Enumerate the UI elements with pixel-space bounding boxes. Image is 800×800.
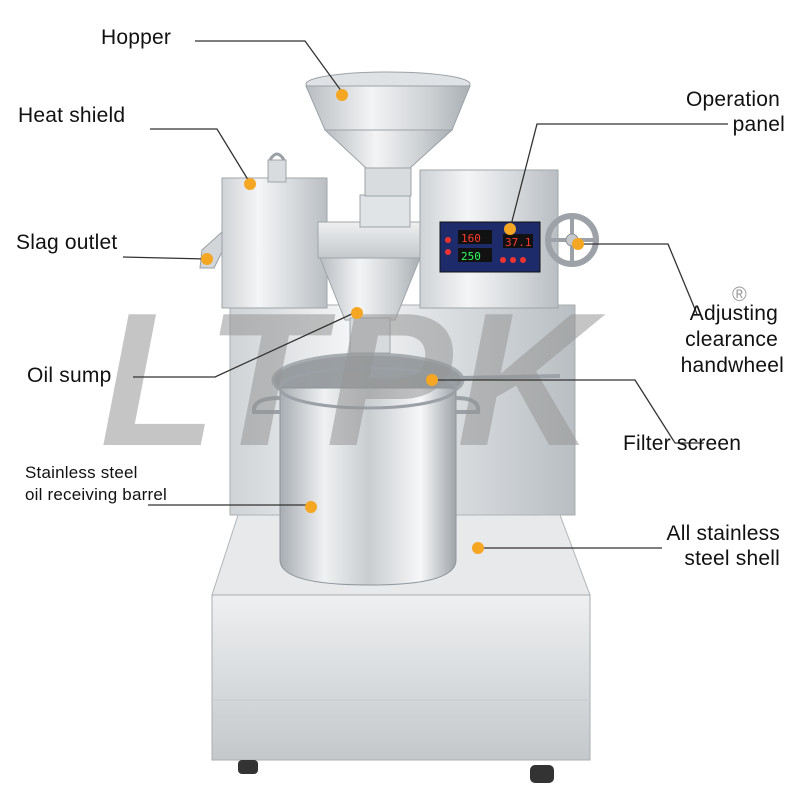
- operation-panel-label-line1: Operation: [685, 88, 780, 111]
- filter-screen-label: Filter screen: [623, 432, 742, 455]
- heat-shield-box: [221, 177, 328, 309]
- caster-left: [238, 760, 258, 774]
- oil-sump-marker: [351, 307, 363, 319]
- hopper-marker: [336, 89, 348, 101]
- barrel-marker: [305, 501, 317, 513]
- handwheel-leader: [578, 243, 698, 315]
- hopper-label: Hopper: [101, 26, 172, 49]
- heat-shield-marker: [244, 178, 256, 190]
- heat-shield-leader: [150, 128, 251, 184]
- caster-right: [530, 765, 554, 783]
- handwheel-label-line1: Adjusting: [689, 302, 778, 325]
- handwheel-marker: [572, 238, 584, 250]
- slag-outlet-label: Slag outlet: [16, 231, 118, 254]
- filter-screen-marker: [426, 374, 438, 386]
- operation-panel-leader: [509, 123, 728, 230]
- oil-sump-label: Oil sump: [27, 364, 112, 387]
- operation-panel-marker: [504, 223, 516, 235]
- handwheel-label-line2: clearance: [685, 328, 778, 351]
- heat-shield-label: Heat shield: [18, 104, 126, 127]
- lower-cabinet: [211, 594, 591, 761]
- registered-mark: ®: [732, 284, 747, 306]
- shell-marker: [472, 542, 484, 554]
- oil-sump-funnel: [319, 257, 421, 321]
- handwheel-label-line3: handwheel: [680, 354, 784, 377]
- callout-markers: [201, 89, 584, 554]
- slag-outlet-marker: [201, 253, 213, 265]
- panel-top-value: 160: [461, 232, 481, 245]
- hopper-leader: [195, 40, 343, 93]
- operation-panel-label-line2: panel: [732, 113, 785, 136]
- slag-outlet-leader: [122, 256, 208, 260]
- oil-receiving-barrel: [279, 387, 457, 586]
- barrel-label-line1: Stainless steel: [25, 463, 138, 482]
- barrel-label-line2: oil receiving barrel: [25, 485, 167, 504]
- panel-right-value: 37.1: [505, 236, 532, 249]
- shell-label-line2: steel shell: [684, 547, 780, 570]
- panel-bottom-value: 250: [461, 250, 481, 263]
- filter-screen-leader: [432, 379, 704, 444]
- shell-label-line1: All stainless: [666, 522, 780, 545]
- oil-sump-leader: [133, 312, 355, 378]
